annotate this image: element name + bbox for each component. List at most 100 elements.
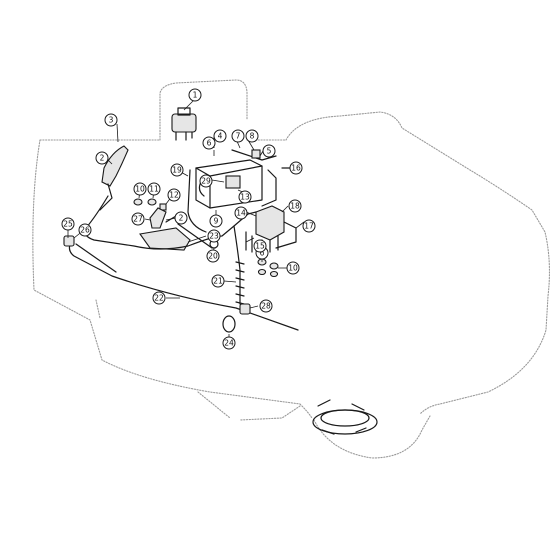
coil-spring xyxy=(235,261,245,305)
hood-outline xyxy=(285,111,550,415)
callout-24: 24 xyxy=(222,336,236,350)
callout-20-label: 20 xyxy=(208,252,218,261)
callout-8-label: 8 xyxy=(250,132,255,141)
pedal-bracket xyxy=(99,145,129,211)
harness-cross xyxy=(177,223,213,249)
pedal-assembly xyxy=(139,207,191,251)
callout-15: 15 xyxy=(253,239,267,253)
cable-22-line-inner xyxy=(75,243,117,273)
callout-16: 16 xyxy=(289,161,303,175)
front-pulley xyxy=(312,399,378,435)
callout-26-label: 26 xyxy=(80,226,90,235)
callout-1-label: 1 xyxy=(193,91,198,100)
callout-26: 26 xyxy=(78,223,92,237)
leader-15 xyxy=(245,237,255,243)
callout-1: 1 xyxy=(188,88,202,102)
control-relay xyxy=(225,175,241,189)
callout-10b-label: 10 xyxy=(288,264,298,273)
leader-27 xyxy=(144,218,151,221)
callout-12: 12 xyxy=(167,188,181,202)
control-box-frame xyxy=(195,159,263,209)
callout-3: 3 xyxy=(104,113,118,127)
switch-pins xyxy=(175,131,193,141)
switch-cap xyxy=(177,107,191,116)
leader-23 xyxy=(187,235,207,243)
callout-17-label: 17 xyxy=(304,222,314,231)
callout-11: 11 xyxy=(147,182,161,196)
callout-24-label: 24 xyxy=(224,339,234,348)
leader-2b xyxy=(165,217,177,221)
coil-wrap xyxy=(235,261,245,305)
nut-c xyxy=(257,268,267,276)
body-outline xyxy=(32,139,313,419)
callout-28: 28 xyxy=(259,299,273,313)
pulley-inner xyxy=(320,409,370,427)
cable-22 xyxy=(63,235,299,331)
callout-15-label: 15 xyxy=(255,242,265,251)
callout-6a-label: 6 xyxy=(207,139,212,148)
callout-23: 23 xyxy=(207,229,221,243)
callout-14-label: 14 xyxy=(236,209,246,218)
callout-13-label: 13 xyxy=(240,193,250,202)
nut-d xyxy=(269,270,279,278)
leader-17 xyxy=(295,221,305,229)
nut-set-upper-left xyxy=(133,198,167,211)
seat-outline xyxy=(159,79,248,141)
callout-19-label: 19 xyxy=(172,166,182,175)
leader-21 xyxy=(223,280,237,283)
callout-5-label: 5 xyxy=(267,147,272,156)
nut-b xyxy=(269,262,279,270)
control-loops xyxy=(198,149,277,197)
callout-3-label: 3 xyxy=(109,116,114,125)
tractor-outline xyxy=(32,79,550,459)
callout-6a: 6 xyxy=(202,136,216,150)
callout-17: 17 xyxy=(302,219,316,233)
callout-18-label: 18 xyxy=(290,202,300,211)
callout-19: 19 xyxy=(170,163,184,177)
switch-body xyxy=(171,113,197,133)
callout-14: 14 xyxy=(234,206,248,220)
clip-8 xyxy=(251,149,261,159)
leader-5 xyxy=(259,150,264,157)
harness-branch-down xyxy=(233,225,241,305)
callout-5: 5 xyxy=(262,144,276,158)
callout-13: 13 xyxy=(238,190,252,204)
control-rod xyxy=(261,169,277,207)
callout-27-label: 27 xyxy=(133,215,143,224)
connector-28 xyxy=(239,303,251,315)
callout-28-label: 28 xyxy=(261,302,271,311)
callout-9: 9 xyxy=(209,214,223,228)
actuator-pins xyxy=(245,231,253,253)
leader-18 xyxy=(281,205,289,213)
callout-10a-label: 10 xyxy=(135,185,145,194)
bracket-arm xyxy=(99,183,113,211)
rear-skirt-outline xyxy=(197,391,301,421)
callout-7: 7 xyxy=(231,129,245,143)
callout-18: 18 xyxy=(288,199,302,213)
leader-1 xyxy=(183,99,195,111)
callout-9-label: 9 xyxy=(214,217,219,226)
callout-2b-label: 2 xyxy=(179,214,184,223)
callouts: 1 2 2 3 4 5 6 6 7 8 9 10 10 11 12 13 14 … xyxy=(61,88,316,350)
connector-26 xyxy=(63,235,75,247)
callout-12-label: 12 xyxy=(169,191,179,200)
pedal-plate xyxy=(139,227,191,251)
leader-28 xyxy=(249,305,259,309)
callout-21-label: 21 xyxy=(213,277,223,286)
nut-f xyxy=(147,198,157,206)
callout-11-label: 11 xyxy=(149,185,159,194)
callout-2b: 2 xyxy=(174,211,188,225)
callout-10a: 10 xyxy=(133,182,147,196)
callout-2a-label: 2 xyxy=(100,154,105,163)
nut-e xyxy=(133,198,143,206)
callout-6b-label: 6 xyxy=(260,249,265,258)
cable-22-line xyxy=(68,239,299,331)
callout-4-label: 4 xyxy=(218,132,223,141)
callout-8: 8 xyxy=(245,129,259,143)
front-wheel-outline xyxy=(313,415,431,459)
callout-7-label: 7 xyxy=(236,132,241,141)
leader-29 xyxy=(211,179,225,183)
callout-2a: 2 xyxy=(95,151,109,165)
callout-4: 4 xyxy=(213,129,227,143)
